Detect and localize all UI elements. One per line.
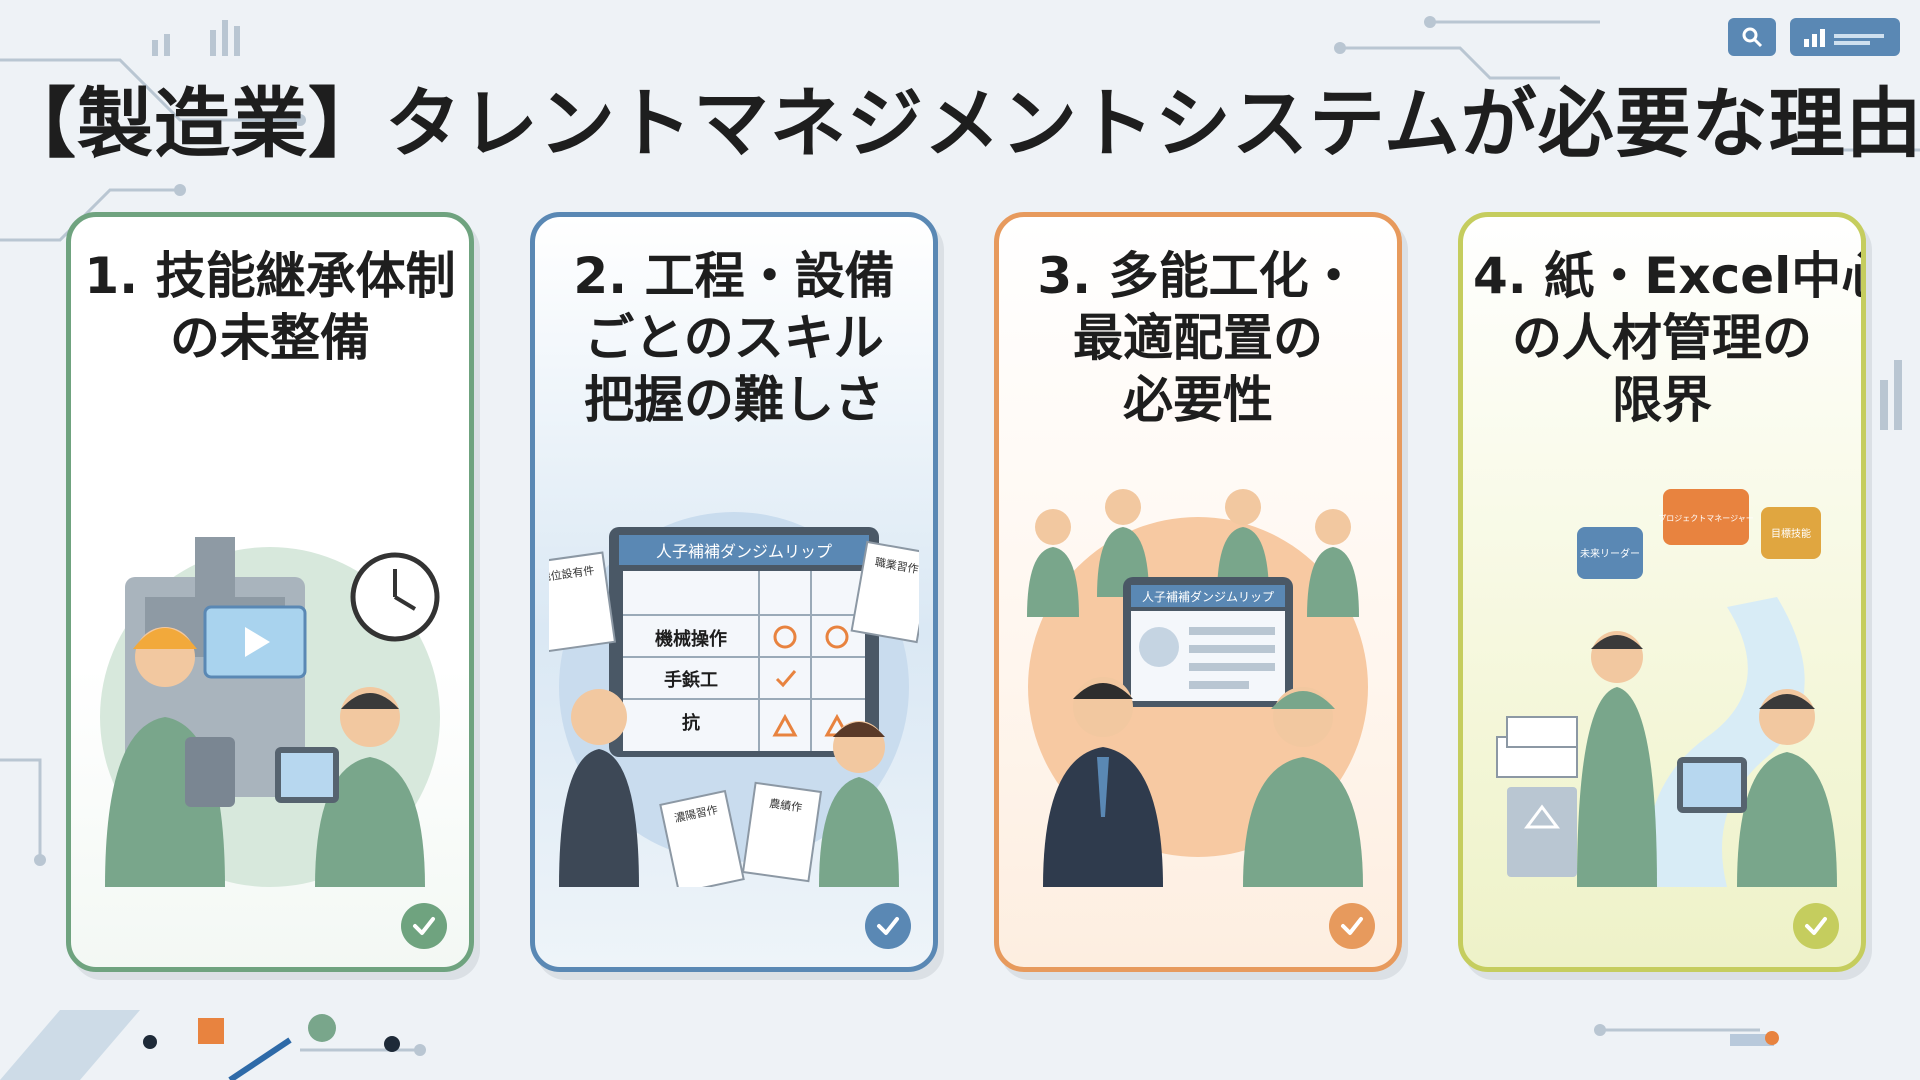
reason-card-1: 1. 技能継承体制 の未整備 [66, 212, 474, 972]
tablet-title: 人子補補ダンジムリップ [1142, 589, 1274, 604]
page-title: 【製造業】タレントマネジメントシステムが必要な理由 [0, 79, 1920, 168]
card-title-line: 最適配置の [1073, 309, 1323, 367]
skill-transfer-illustration [100, 537, 440, 887]
analytics-icon[interactable] [1790, 18, 1900, 56]
check-icon [1329, 903, 1375, 949]
paper-excel-limit-illustration: 未来リーダー プロジェクトマネージャー 目標技能 [1496, 489, 1837, 887]
card-title-line: 必要性 [1123, 371, 1273, 429]
career-bubble-label: 未来リーダー [1580, 547, 1640, 560]
card-title: 3. 多能工化・ 最適配置の 必要性 [1009, 245, 1387, 431]
card-title: 2. 工程・設備 ごとのスキル 把握の難しさ [545, 245, 923, 431]
reason-card-2: 2. 工程・設備 ごとのスキル 把握の難しさ 人子補補ダンジムリップ 機械操作 … [530, 212, 938, 972]
check-icon [1793, 903, 1839, 949]
multi-skill-placement-illustration: 人子補補ダンジムリップ [1027, 489, 1368, 887]
card-title-line: 把握の難しさ [584, 371, 884, 429]
skill-row-label: 手鋲工 [664, 669, 718, 691]
card-title-line: 3. 多能工化・ [1037, 247, 1359, 305]
card-title-line: の未整備 [170, 309, 370, 367]
card-title-line: 4. 紙・Excel中心 [1473, 247, 1866, 305]
card-title: 1. 技能継承体制 の未整備 [81, 245, 459, 369]
card-title-line: の人材管理の [1512, 309, 1812, 367]
career-bubble-label: 目標技能 [1771, 527, 1811, 540]
reason-card-4: 4. 紙・Excel中心 の人材管理の 限界 未来リーダー プロジェクトマネージ… [1458, 212, 1866, 972]
search-icon[interactable] [1728, 18, 1776, 56]
card-title-line: 1. 技能継承体制 [84, 247, 456, 305]
card-title-line: ごとのスキル [584, 309, 884, 367]
top-right-toolbar [1728, 18, 1900, 56]
check-icon [865, 903, 911, 949]
check-icon [401, 903, 447, 949]
career-bubble-label: プロジェクトマネージャー [1658, 514, 1753, 523]
skill-sheet-label: 農績作 [768, 796, 803, 814]
card-title-line: 限界 [1612, 371, 1712, 429]
skill-row-label: 機械操作 [655, 628, 727, 650]
card-title: 4. 紙・Excel中心 の人材管理の 限界 [1473, 245, 1866, 431]
skill-board-title: 人子補補ダンジムリップ [656, 542, 832, 561]
reason-card-3: 3. 多能工化・ 最適配置の 必要性 人子補補ダンジムリップ [994, 212, 1402, 972]
card-title-line: 2. 工程・設備 [573, 247, 895, 305]
skill-matrix-illustration: 人子補補ダンジムリップ 機械操作 手鋲工 抗 職位設有件 職業習作 濃陽習作 農… [549, 512, 919, 887]
skill-row-label: 抗 [682, 712, 700, 734]
